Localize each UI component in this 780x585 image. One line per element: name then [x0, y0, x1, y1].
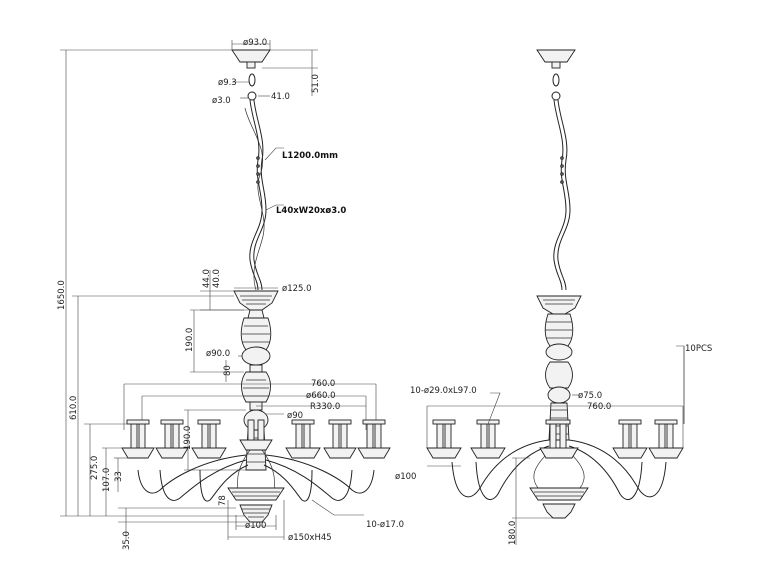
side-stem: [536, 295, 582, 441]
stem-section-label: 190.0: [185, 328, 195, 352]
canopy-height-label: 51.0: [311, 74, 321, 93]
side-pcs-label: 10PCS: [685, 344, 712, 354]
candle-6: [357, 419, 391, 459]
stem-gap-label: 80: [223, 365, 233, 376]
overall-height-label: 1650.0: [57, 280, 67, 310]
front-candles: [121, 419, 391, 459]
bottom-height-label: 35.0: [122, 531, 132, 550]
side-candle-5: [648, 419, 684, 459]
side-candle-3: [539, 419, 579, 459]
side-stem-ball-label: ø75.0: [578, 391, 602, 401]
candle-5: [323, 419, 357, 459]
side-candle-1: [426, 419, 462, 459]
side-span-label: 760.0: [587, 402, 611, 412]
ring-wire-label: ø3.0: [212, 96, 231, 106]
canopy: [231, 49, 271, 69]
bottom-diameter-label: ø100: [245, 521, 266, 531]
stem-lower-label: ø90: [287, 411, 303, 421]
bottom-bowl-label: ø150xH45: [288, 533, 332, 543]
side-cup-label: ø100: [395, 472, 416, 482]
ring-outer-label: ø9.3: [218, 78, 237, 88]
arm-gap-label: 33: [114, 471, 124, 482]
side-bottom: [529, 487, 589, 519]
chain: [244, 99, 267, 291]
top-cup: [233, 290, 279, 311]
cup-diameter-label: ø125.0: [282, 284, 312, 294]
side-view: 10PCS 10-ø29.0xL97.0 ø75.0 760.0 ø100 18…: [395, 49, 712, 545]
ring-length-label: 41.0: [271, 92, 290, 102]
candle-2: [155, 419, 189, 459]
chain-length-label: L1200.0mm: [282, 151, 338, 161]
canopy-diameter-label: ø93.0: [243, 38, 267, 48]
chain-link-label: L40xW20xø3.0: [276, 206, 346, 216]
span-660-label: ø660.0: [306, 391, 336, 401]
side-candle-4: [612, 419, 648, 459]
front-arms: [137, 449, 375, 502]
stem-lower-height-label: 190.0: [183, 426, 193, 450]
arm-height-label: 275.0: [90, 456, 100, 480]
cup-height-a-label: 44.0: [202, 269, 212, 288]
hanging-ring: [247, 73, 257, 101]
side-candle-2: [470, 419, 506, 459]
side-drop-label: 180.0: [508, 521, 518, 545]
radius-label: R330.0: [310, 402, 340, 412]
arm-tube-label: 10-ø17.0: [366, 520, 404, 530]
candle-4: [285, 419, 321, 459]
span-760-label: 760.0: [311, 379, 335, 389]
stem-ball-label: ø90.0: [206, 349, 230, 359]
side-canopy: [536, 49, 576, 101]
side-candle-label: 10-ø29.0xL97.0: [410, 386, 477, 396]
hub-offset-label: 78: [218, 495, 228, 506]
candle-3: [191, 419, 227, 459]
front-bottom: [227, 487, 285, 523]
candle-1: [121, 419, 155, 459]
cup-height-b-label: 40.0: [212, 269, 222, 288]
side-candles: [426, 419, 684, 459]
side-chain: [553, 99, 571, 291]
arm-drop-label: 107.0: [102, 468, 112, 492]
body-height-label: 610.0: [69, 396, 79, 420]
front-view: ø93.0 51.0 ø9.3 ø3.0 41.0 L1200.0mm: [57, 38, 404, 550]
